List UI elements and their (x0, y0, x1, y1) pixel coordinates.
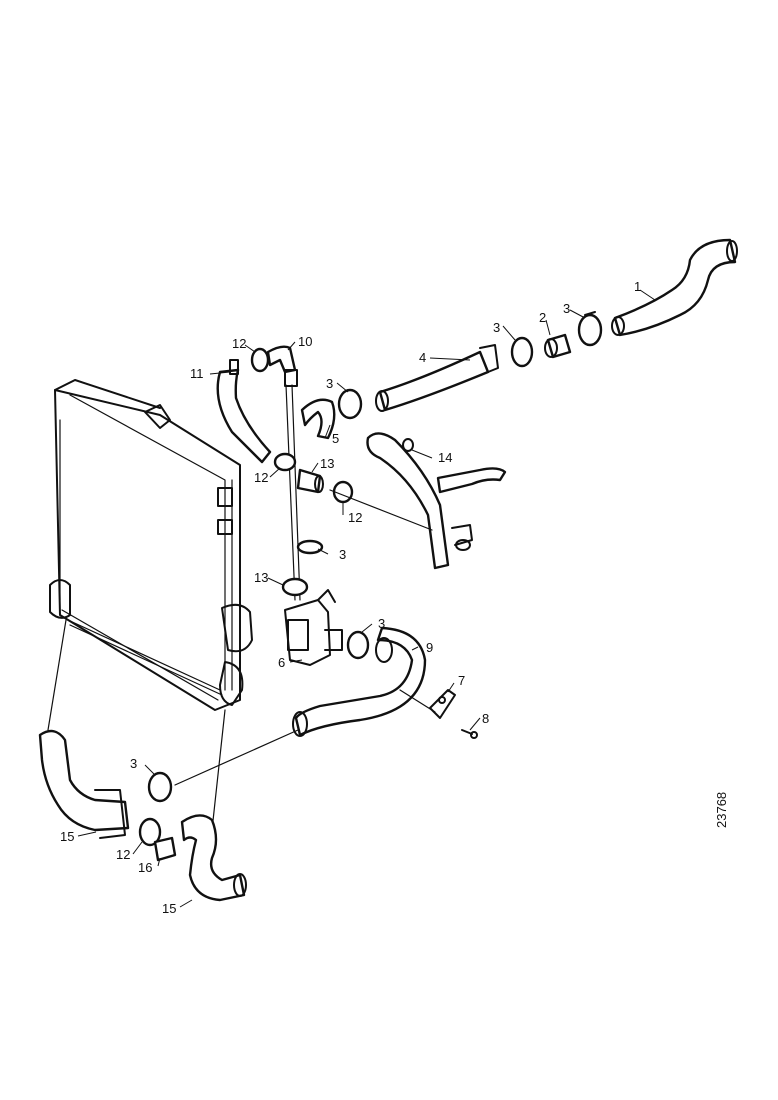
callout-8: 8 (482, 711, 489, 726)
callout-14: 14 (438, 450, 452, 465)
bracket-line (399, 689, 436, 713)
callout-15-left: 15 (60, 829, 74, 844)
callout-3-hose-4: 3 (326, 376, 333, 391)
lower-connection-line-1 (47, 619, 67, 731)
callout-3-thermostat: 3 (378, 616, 385, 631)
callout-4: 4 (419, 350, 426, 365)
callout-5: 5 (332, 431, 339, 446)
callout-12-middle: 12 (254, 470, 268, 485)
clamp-3-vertical (296, 539, 324, 555)
vertical-bleed-pipe (285, 384, 301, 601)
clamp-13-lower (281, 577, 309, 597)
lower-connection-line-3 (174, 729, 299, 786)
hose-5 (300, 398, 336, 440)
callout-3-top-right: 3 (563, 301, 570, 316)
bracket-7 (429, 689, 456, 719)
callout-13-lower: 13 (254, 570, 268, 585)
callout-3-lower: 3 (130, 756, 137, 771)
hose-13-upper (296, 468, 324, 494)
bolt-8 (461, 729, 478, 739)
callout-2: 2 (539, 310, 546, 325)
clamp-12-middle (273, 452, 297, 472)
callout-12-lower: 12 (116, 847, 130, 862)
clamp-3-thermostat (346, 630, 370, 660)
callout-16: 16 (138, 860, 152, 875)
callout-leader-lines (77, 289, 656, 908)
callout-6: 6 (278, 655, 285, 670)
callout-13-upper: 13 (320, 456, 334, 471)
hose-9 (292, 626, 427, 737)
pipe-14-connection-line (329, 489, 433, 531)
callout-9: 9 (426, 640, 433, 655)
thermostat-housing-6 (284, 589, 343, 666)
callout-12-top: 12 (232, 336, 246, 351)
clamp-3-lower (147, 771, 173, 803)
hose-connector-2 (544, 333, 572, 359)
lower-connection-line-2 (211, 709, 226, 831)
hose-16 (153, 836, 177, 862)
radiator (49, 379, 253, 711)
pipe-11 (216, 359, 272, 464)
hose-10 (266, 345, 298, 387)
callout-3-upper-middle: 3 (493, 320, 500, 335)
hose-15-right (180, 814, 247, 902)
callout-11: 11 (190, 366, 204, 381)
clamp-12-top (250, 347, 270, 373)
callout-12-right: 12 (348, 510, 362, 525)
pipe-14 (366, 432, 507, 570)
callout-7: 7 (458, 673, 465, 688)
callout-3-vertical: 3 (339, 547, 346, 562)
clamp-3-upper-middle (510, 336, 534, 368)
diagram-reference-number: 23768 (714, 792, 729, 828)
clamp-3-hose-4 (337, 388, 363, 420)
hose-1 (611, 238, 738, 337)
clamp-3-top-right (577, 311, 603, 347)
clamp-12-lower (138, 817, 162, 847)
hose-4 (375, 344, 499, 412)
callout-10: 10 (298, 334, 312, 349)
hose-15-left (38, 729, 130, 839)
callout-15-right: 15 (162, 901, 176, 916)
callout-1: 1 (634, 279, 641, 294)
